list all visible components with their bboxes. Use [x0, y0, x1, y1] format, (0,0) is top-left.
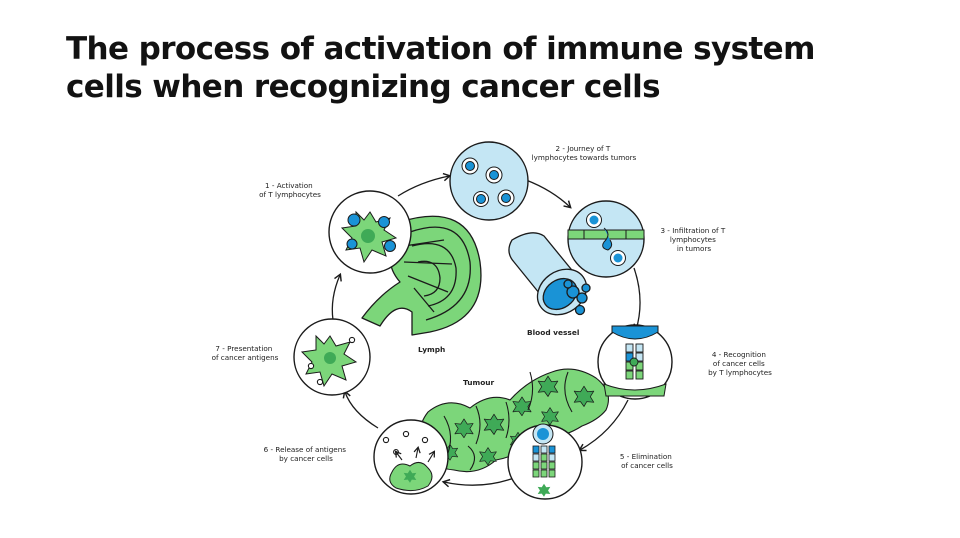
blood-vessel-label: Blood vessel [527, 328, 579, 337]
lymph-node-illustration [361, 215, 482, 336]
step-3-infiltration-circle [567, 200, 645, 278]
title-line-2: cells when recognizing cancer cells [66, 69, 661, 105]
step-1-activation-circle [328, 190, 412, 274]
step-1-label: 1 - Activation of T lymphocytes [259, 181, 321, 199]
blood-vessel-illustration [508, 232, 591, 316]
step-4-recognition-circle [597, 324, 673, 400]
step-2-label: 2 - Journey of T lymphocytes towards tum… [532, 144, 637, 162]
arrow-2-to-3 [525, 179, 572, 209]
step-7-presentation-circle [293, 318, 371, 396]
step-6-release-circle [373, 419, 449, 495]
step-7-label: 7 - Presentation of cancer antigens [212, 344, 279, 362]
step-5-label: 5 - Elimination of cancer cells [620, 452, 674, 470]
title-line-1: The process of activation of immune syst… [66, 31, 815, 67]
step-4-label: 4 - Recognition of cancer cells by T lym… [708, 350, 772, 377]
tumour-illustration [419, 368, 609, 473]
arrow-6-to-7 [342, 389, 379, 429]
step-5-elimination-circle [507, 423, 583, 500]
arrow-5-to-6 [441, 477, 515, 488]
arrow-4-to-5 [577, 399, 629, 452]
page-title: The process of activation of immune syst… [66, 30, 926, 106]
arrow-3-to-4 [633, 267, 642, 333]
step-6-label: 6 - Release of antigens by cancer cells [264, 445, 349, 463]
lymph-label: Lymph [418, 345, 445, 354]
step-3-label: 3 - Infiltration of T lymphocytes in tum… [660, 226, 727, 253]
arrow-1-to-2 [397, 172, 452, 197]
arrow-7-to-1 [331, 272, 342, 321]
tumour-label: Tumour [463, 378, 495, 387]
step-2-journey-circle [449, 141, 529, 221]
